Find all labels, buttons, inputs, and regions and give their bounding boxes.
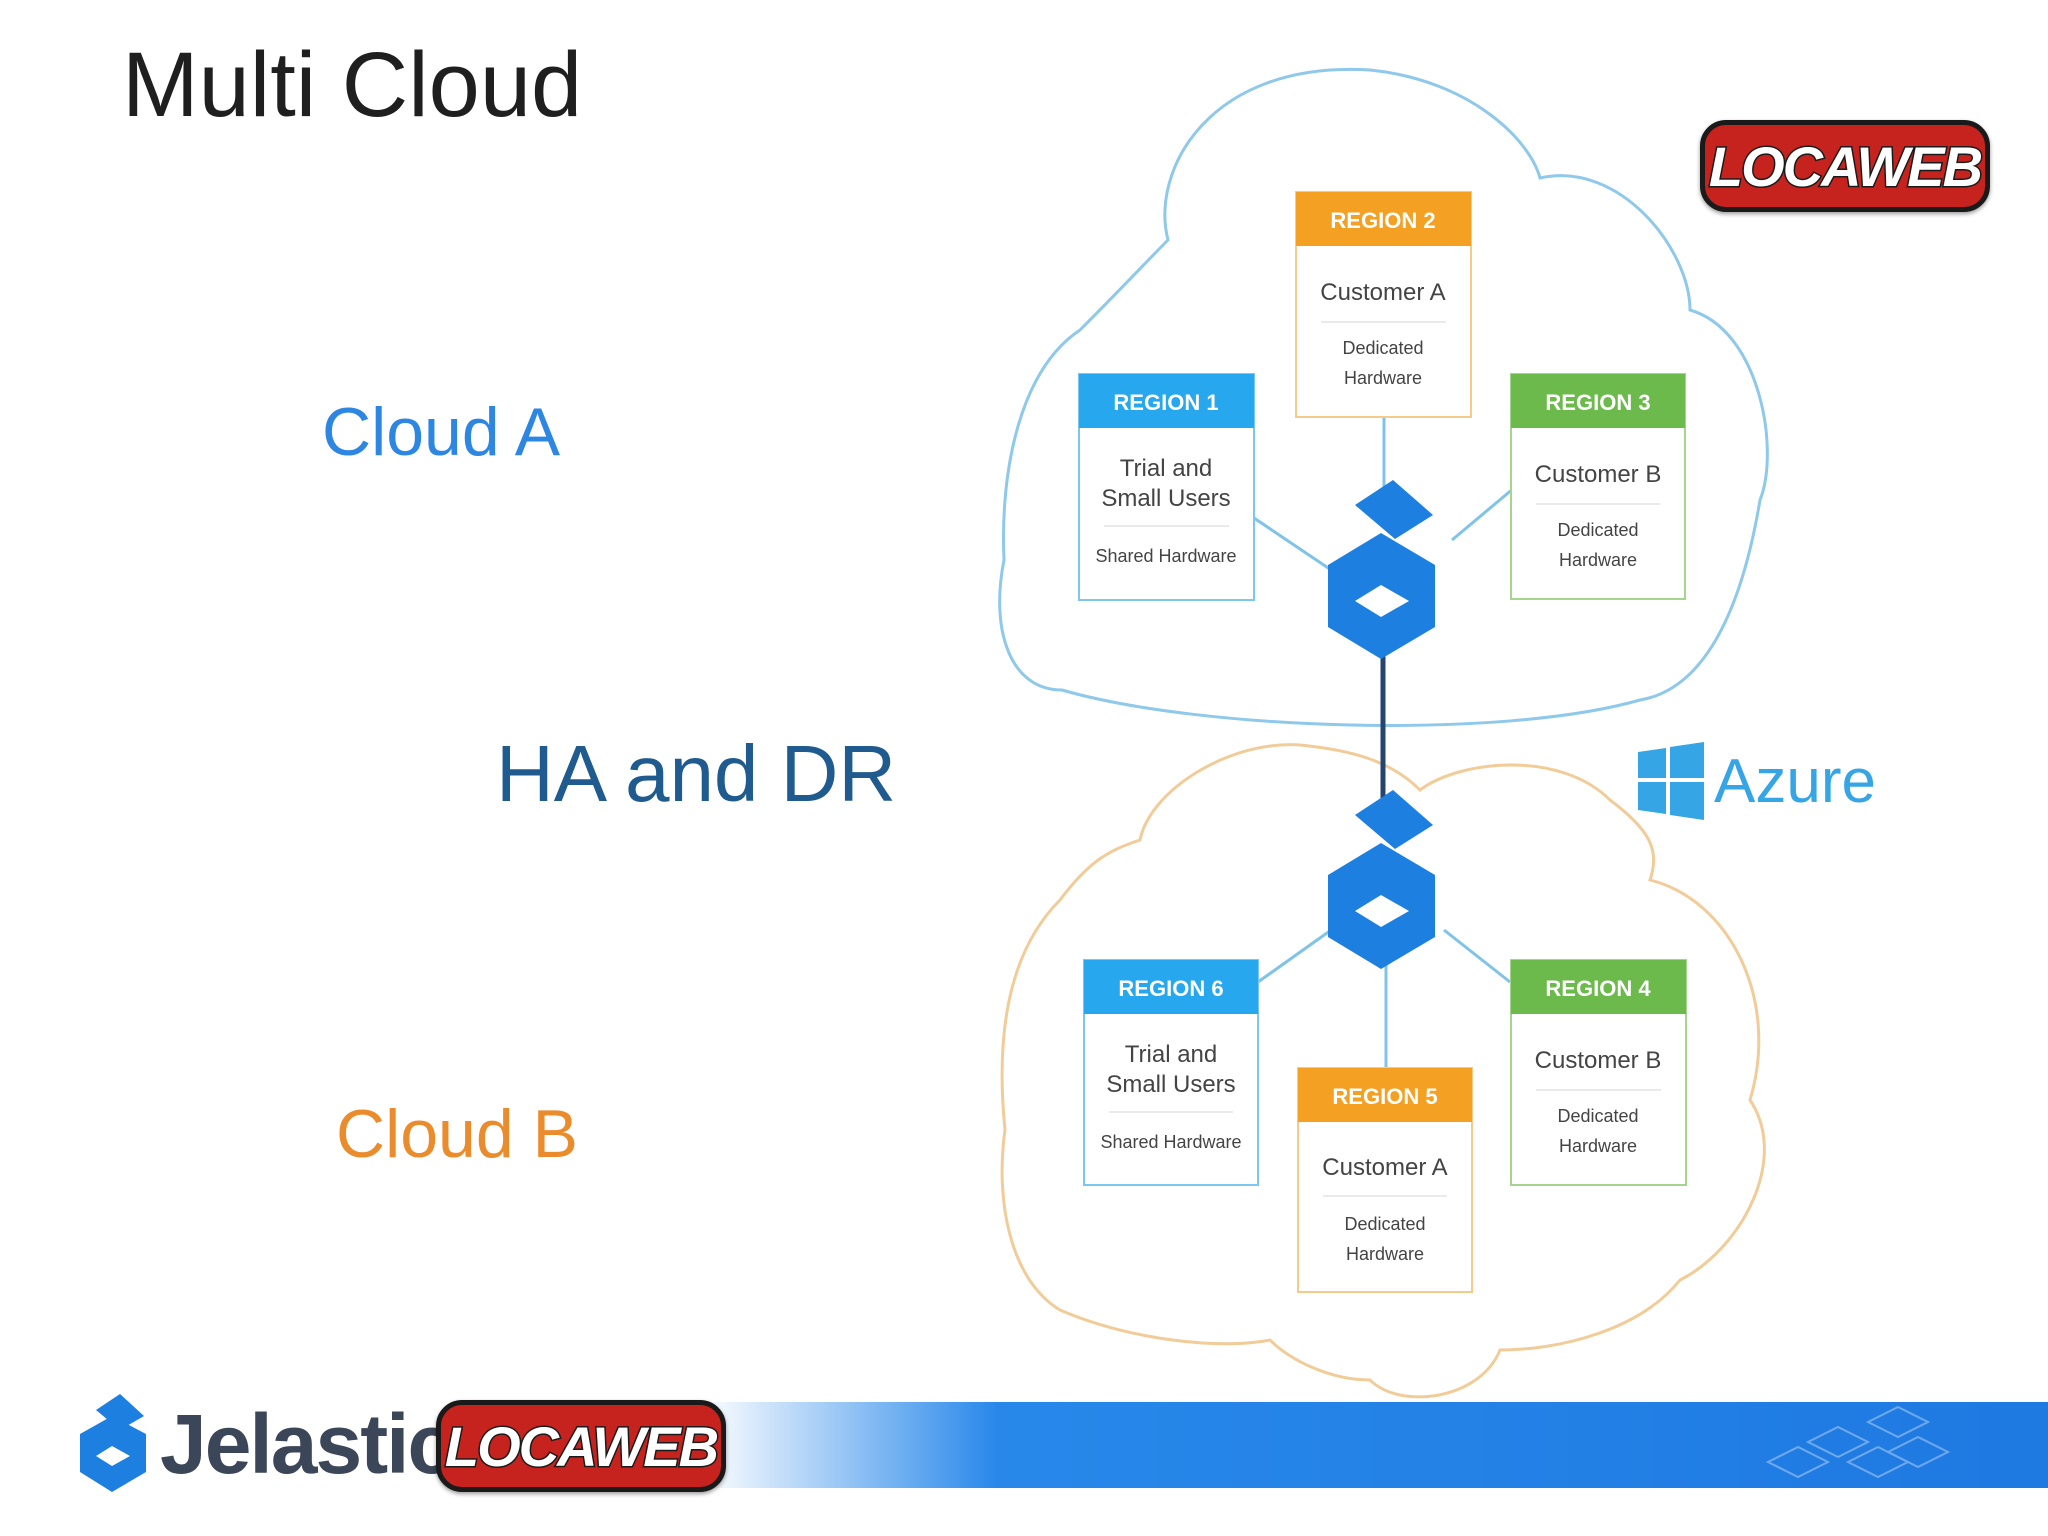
region-main-line: Customer A xyxy=(1320,279,1445,306)
region-sub-line: Hardware xyxy=(1344,368,1422,388)
region-card-4: REGION 4 Customer B Dedicated Hardware xyxy=(1510,959,1687,1186)
region-card-3: REGION 3 Customer B Dedicated Hardware xyxy=(1510,373,1686,600)
region-card-6: REGION 6 Trial and Small Users Shared Ha… xyxy=(1083,959,1259,1186)
locaweb-logo: LOCAWEB xyxy=(1700,120,1990,212)
region-header: REGION 4 xyxy=(1545,976,1651,1001)
region-sub-line: Dedicated xyxy=(1342,338,1423,358)
region-main-line: Customer A xyxy=(1322,1154,1447,1181)
region-main-line: Customer B xyxy=(1535,461,1662,488)
locaweb-footer-logo-text: LOCAWEB xyxy=(443,1413,720,1479)
region-sub-line: Dedicated xyxy=(1557,1106,1638,1126)
region-main-line: Customer B xyxy=(1535,1047,1662,1074)
region-sub-line: Hardware xyxy=(1559,550,1637,570)
region-main-line: Small Users xyxy=(1101,485,1230,512)
jelastic-logo: Jelastic xyxy=(74,1390,454,1498)
slide-title: Multi Cloud xyxy=(122,34,583,136)
jelastic-node-top xyxy=(1328,480,1435,659)
region-main-line: Trial and xyxy=(1120,455,1212,482)
ha-dr-label: HA and DR xyxy=(496,729,897,818)
azure-logo-text: Azure xyxy=(1714,746,1876,816)
region-card-5: REGION 5 Customer A Dedicated Hardware xyxy=(1297,1067,1473,1293)
jelastic-logo-text: Jelastic xyxy=(160,1396,454,1491)
region-header: REGION 3 xyxy=(1545,390,1650,415)
region-main-line: Small Users xyxy=(1106,1071,1235,1098)
locaweb-footer-logo: LOCAWEB xyxy=(436,1400,726,1492)
cube-pattern-icon xyxy=(1765,1405,1951,1479)
cloud-b-label: Cloud B xyxy=(336,1096,578,1172)
footer-bar xyxy=(700,1402,2048,1488)
region-sub-line: Hardware xyxy=(1346,1244,1424,1264)
region-sub-line: Dedicated xyxy=(1557,520,1638,540)
jelastic-cube-icon xyxy=(80,1394,146,1492)
azure-logo: Azure xyxy=(1638,742,1876,820)
region-header: REGION 2 xyxy=(1330,208,1435,233)
region-header: REGION 5 xyxy=(1332,1084,1437,1109)
region-sub-line: Shared Hardware xyxy=(1095,546,1236,566)
region-main-line: Trial and xyxy=(1125,1041,1217,1068)
cloud-b-outline xyxy=(1000,743,1766,1399)
cloud-a-outline xyxy=(998,67,1769,727)
locaweb-logo-text: LOCAWEB xyxy=(1707,133,1984,199)
region-card-1: REGION 1 Trial and Small Users Shared Ha… xyxy=(1078,373,1255,601)
region-header: REGION 1 xyxy=(1113,390,1218,415)
region-sub-line: Hardware xyxy=(1559,1136,1637,1156)
jelastic-node-bottom xyxy=(1328,790,1435,969)
region-sub-line: Shared Hardware xyxy=(1100,1132,1241,1152)
windows-icon xyxy=(1638,742,1704,820)
region-sub-line: Dedicated xyxy=(1344,1214,1425,1234)
region-header: REGION 6 xyxy=(1118,976,1223,1001)
cloud-a-label: Cloud A xyxy=(322,394,561,470)
region-card-2: REGION 2 Customer A Dedicated Hardware xyxy=(1295,191,1472,418)
